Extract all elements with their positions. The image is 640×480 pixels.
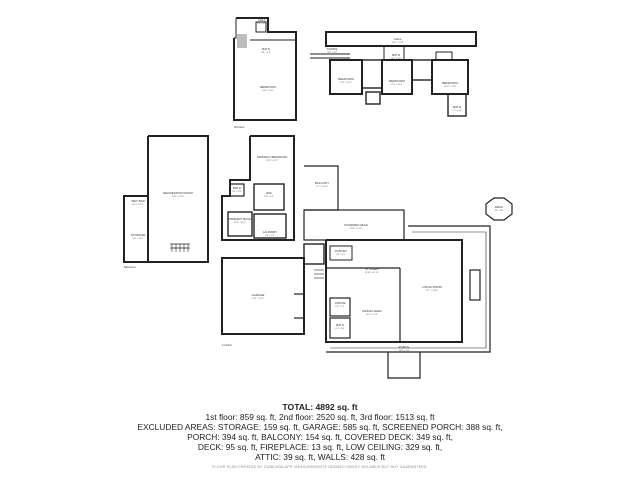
- room-label: STORAGE: [131, 233, 146, 237]
- room-dims: 24'6" x 16'7": [262, 90, 274, 92]
- room-dims: 23'0" x 4'4": [327, 52, 338, 54]
- room-dims: 5'4" x 5'5": [232, 191, 242, 193]
- room-label: LAUNDRY: [263, 230, 277, 234]
- attic-bedroom-plan: [233, 17, 297, 121]
- room-dims: 30'7" x 3'11": [392, 42, 404, 44]
- room-label: BATH: [336, 323, 344, 327]
- summary-line: PORCH: 394 sq. ft, BALCONY: 154 sq. ft, …: [187, 432, 453, 442]
- room-label: PRIMARY BATH: [229, 217, 251, 221]
- room-label: BEDROOM: [389, 79, 405, 83]
- room-dims: 8'2" x 4'5": [257, 23, 267, 25]
- summary-line: DECK: 95 sq. ft, FIREPLACE: 13 sq. ft, L…: [197, 442, 443, 452]
- room-label: BEDROOM: [260, 85, 276, 89]
- room-dims: 16'10" x 11'10": [365, 272, 379, 274]
- room-dims: 7'0" x 12'10": [316, 186, 328, 188]
- room-label: BATH: [262, 47, 270, 51]
- room-dims: 23'9" x 20'6": [172, 196, 184, 198]
- room-dims: 10'2" x 5'5": [391, 58, 402, 60]
- room-label: BATH: [453, 105, 461, 109]
- room-label: WIC: [266, 191, 273, 195]
- room-dims: 5'6" x 5'4": [264, 196, 274, 198]
- room-dims: 9'0" x 8'0": [494, 210, 504, 212]
- room-dims: 12'4" x 11'9": [340, 82, 352, 84]
- floor-labels: 3rd Floor Basement 1st Floor: [124, 125, 245, 347]
- room-dims: 13'10" x 11'9": [443, 86, 456, 88]
- room-dims: 9'0" x 7'9": [265, 235, 275, 237]
- room-label: BALCONY: [315, 181, 329, 185]
- room-dims: 16'4" x 12'6": [366, 314, 378, 316]
- room-dims: 8'0" x 11'11": [132, 204, 144, 206]
- room-label: KITCHEN: [365, 267, 378, 271]
- summary-line: 1st floor: 859 sq. ft, 2nd floor: 2520 s…: [205, 412, 435, 422]
- room-dims: 6'9" x 7'2": [335, 306, 345, 308]
- room-dims: 8'3" x 5'4": [261, 52, 271, 54]
- floor-label: 1st Floor: [222, 343, 232, 347]
- room-label: GARAGE: [252, 293, 265, 297]
- room-dims: 23'3" x 25'3": [252, 298, 264, 300]
- room-label: WET BAR: [131, 199, 145, 203]
- floor-label: Basement: [124, 265, 136, 269]
- room-label: DINING AREA: [362, 309, 381, 313]
- room-dims: 21'7" x 20'8": [426, 290, 438, 292]
- first-floor-plan: [221, 239, 481, 343]
- room-dims: 5'5" x 5'4": [335, 328, 345, 330]
- room-label: BEDROOM: [338, 77, 354, 81]
- room-dims: 5'3" x 4'2": [336, 254, 346, 256]
- area-summary: TOTAL: 4892 sq. ft 1st floor: 859 sq. ft…: [0, 402, 640, 470]
- room-label: BATH: [392, 53, 400, 57]
- third-floor-plan: [310, 31, 477, 117]
- room-label: PORCH: [399, 345, 410, 349]
- room-dims: 25'9" x 7'3": [399, 350, 410, 352]
- room-label: PRIMARY BEDROOM: [257, 155, 287, 159]
- total-area: TOTAL: 4892 sq. ft: [282, 402, 358, 412]
- summary-line: ATTIC: 39 sq. ft, WALLS: 428 sq. ft: [255, 452, 385, 462]
- room-dims: 9'9" x 10'2": [133, 238, 144, 240]
- room-label: BATH: [233, 186, 241, 190]
- room-label: DECK: [495, 205, 503, 209]
- wrap-porch: [326, 197, 513, 379]
- room-label: OFFICE: [335, 301, 346, 305]
- second-floor-plan: [221, 135, 405, 241]
- room-label: COVERED DECK: [344, 223, 368, 227]
- room-label: LIVING ROOM: [422, 285, 443, 289]
- room-dims: 18'2" x 17'9": [266, 160, 278, 162]
- basement-plan: [123, 135, 209, 263]
- room-label: RECREATION ROOM: [163, 191, 193, 195]
- room-label: HALL: [394, 37, 402, 41]
- summary-line: EXCLUDED AREAS: STORAGE: 159 sq. ft, GAR…: [137, 422, 503, 432]
- room-label: STAIRS: [327, 47, 338, 51]
- room-dims: 11'8" x 11'6": [234, 222, 246, 224]
- room-label: BEDROOM: [442, 81, 458, 85]
- floor-label: 3rd Floor: [234, 125, 245, 129]
- stair-marks: [237, 34, 247, 48]
- room-dims: 29'0" x 12'3": [350, 228, 362, 230]
- disclaimer: FLOOR PLAN CREATED BY CUBICASA APP. MEAS…: [212, 465, 428, 469]
- room-dims: 7'1" x 5'4": [452, 110, 462, 112]
- room-dims: 12'2" x 11'5": [391, 84, 403, 86]
- room-labels: HALL 8'2" x 4'5" BATH 8'3" x 5'4" BEDROO…: [131, 18, 504, 352]
- room-label: HALL: [258, 18, 266, 22]
- room-label: PANTRY: [335, 249, 347, 253]
- floor-plan: HALL 8'2" x 4'5" BATH 8'3" x 5'4" BEDROO…: [123, 17, 513, 379]
